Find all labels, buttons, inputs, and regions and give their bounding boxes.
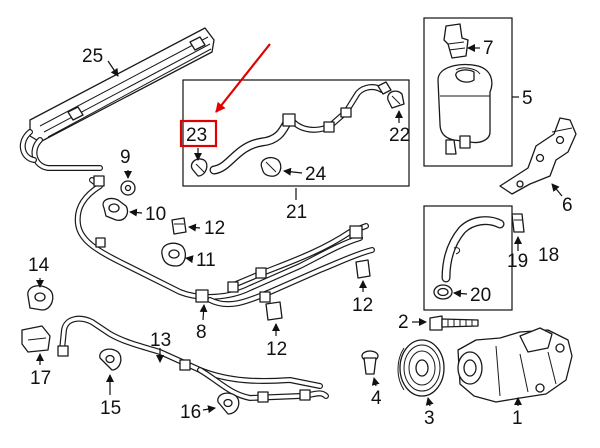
- clamp-part-15: [99, 348, 122, 371]
- clip-part-12b: [355, 259, 371, 279]
- leader-6: [551, 183, 563, 197]
- callout-9: 9: [120, 147, 131, 168]
- grommet-part-9: [120, 180, 136, 196]
- callout-17: 17: [30, 368, 51, 389]
- callout-6: 6: [562, 195, 573, 216]
- highlight-box-23: [179, 119, 218, 148]
- hose-part-18: [441, 216, 505, 283]
- bracket-part-17: [21, 325, 51, 353]
- clamp-part-14: [27, 285, 54, 311]
- callout-7: 7: [483, 38, 494, 59]
- callout-18: 18: [538, 245, 559, 266]
- callout-8: 8: [196, 322, 207, 343]
- reservoir-part-5: [437, 63, 493, 155]
- cap-part-7: [443, 23, 469, 59]
- leader-8: [199, 304, 208, 321]
- clamp-part-22: [387, 90, 405, 109]
- clip-part-12a: [171, 217, 187, 235]
- leader-3: [425, 397, 434, 407]
- callout-12b: 12: [352, 295, 373, 316]
- callout-21: 21: [286, 202, 307, 223]
- pump-part-1: [457, 327, 573, 403]
- leader-16: [202, 405, 216, 414]
- leader-4: [371, 377, 380, 387]
- callout-1: 1: [512, 408, 523, 429]
- highlight-arrow-23: [215, 43, 271, 113]
- leader-11: [185, 255, 194, 264]
- pressure-line-part-8: [74, 175, 375, 308]
- clamp-part-19: [511, 213, 525, 233]
- bolt-part-2: [429, 315, 479, 331]
- clamp-part-16: [217, 392, 240, 415]
- clamp-part-20: [433, 284, 453, 300]
- callout-19: 19: [507, 251, 528, 272]
- clamp-part-24: [260, 156, 282, 177]
- bracket-part-6: [499, 117, 577, 195]
- hose-assembly-21: [209, 81, 392, 175]
- group-box-5: [423, 17, 513, 167]
- callout-24: 24: [305, 164, 327, 185]
- callout-16: 16: [180, 402, 201, 423]
- callout-13: 13: [150, 330, 171, 351]
- callout-15: 15: [100, 398, 121, 419]
- clamp-part-23: [190, 158, 208, 177]
- callout-23: 23: [186, 125, 207, 146]
- callout-22: 22: [389, 125, 410, 146]
- callout-5: 5: [522, 88, 533, 109]
- group-box-18: [423, 205, 513, 311]
- leader-24: [283, 167, 303, 176]
- callout-2: 2: [398, 312, 409, 333]
- leader-12a: [188, 223, 201, 232]
- callout-12c: 12: [266, 339, 287, 360]
- callout-12a: 12: [204, 218, 225, 239]
- leader-20: [453, 289, 468, 298]
- pulley-part-3: [397, 339, 445, 397]
- clip-part-12c: [265, 301, 283, 321]
- callout-10: 10: [145, 204, 166, 225]
- pin-part-4: [361, 350, 379, 375]
- oil-cooler-part-25: [19, 27, 215, 171]
- return-line-part-13: [57, 315, 329, 403]
- callout-3: 3: [424, 408, 435, 429]
- clamp-part-10: [102, 197, 129, 221]
- callout-14: 14: [28, 255, 50, 276]
- callout-11: 11: [196, 250, 216, 271]
- clamp-part-11: [161, 242, 187, 267]
- leader-10: [129, 208, 143, 217]
- leader-25: [107, 60, 119, 77]
- callout-25: 25: [82, 46, 103, 67]
- callout-4: 4: [371, 388, 382, 409]
- group-box-21: [182, 79, 410, 187]
- callout-20: 20: [470, 285, 491, 306]
